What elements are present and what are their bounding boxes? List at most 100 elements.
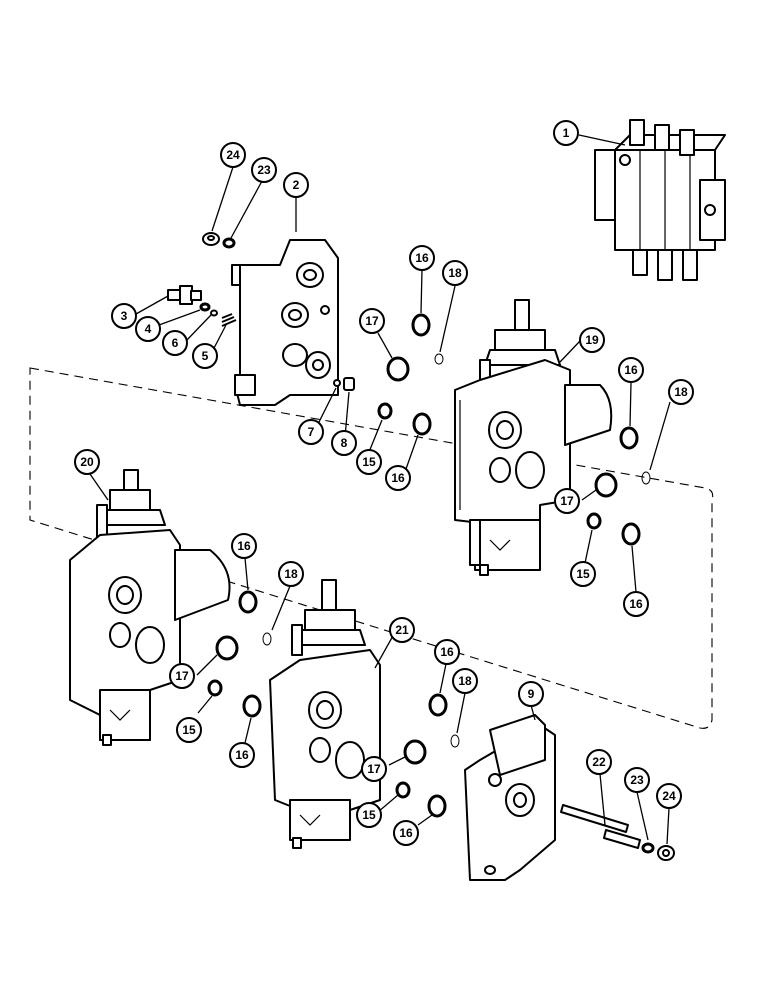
svg-text:24: 24 — [662, 789, 676, 803]
plug-8 — [343, 377, 355, 391]
svg-text:19: 19 — [585, 333, 599, 347]
callout-16-e: 16 — [231, 533, 257, 559]
svg-text:16: 16 — [235, 748, 249, 762]
callout-1: 1 — [553, 120, 579, 146]
alignment-dashed-outline — [29, 367, 714, 729]
callout-17-d: 17 — [361, 756, 387, 782]
svg-text:17: 17 — [365, 314, 379, 328]
relief-fitting-3 — [167, 285, 202, 305]
svg-text:9: 9 — [528, 687, 535, 701]
svg-text:7: 7 — [308, 425, 315, 439]
callout-17-b: 17 — [554, 488, 580, 514]
svg-text:17: 17 — [560, 494, 574, 508]
svg-text:16: 16 — [391, 471, 405, 485]
svg-text:21: 21 — [395, 623, 409, 637]
oring-16-g — [428, 693, 448, 717]
svg-text:8: 8 — [341, 436, 348, 450]
svg-text:23: 23 — [630, 773, 644, 787]
oring-16-f — [242, 694, 262, 718]
svg-text:18: 18 — [448, 266, 462, 280]
valve-assembly-complete — [594, 119, 726, 281]
nut-24-bottom-bore — [662, 849, 670, 857]
oring-15-c — [207, 679, 223, 697]
callout-8: 8 — [331, 430, 357, 456]
callout-3: 3 — [111, 303, 137, 329]
valve-section-21 — [269, 579, 381, 849]
washer-23-top — [222, 237, 236, 249]
callout-20: 20 — [74, 449, 100, 475]
valve-section-20 — [69, 469, 231, 746]
svg-text:5: 5 — [202, 349, 209, 363]
callout-24-b: 24 — [656, 783, 682, 809]
callout-17-c: 17 — [169, 663, 195, 689]
svg-text:15: 15 — [362, 808, 376, 822]
callout-24-a: 24 — [220, 142, 246, 168]
valve-section-19 — [454, 299, 613, 576]
svg-text:3: 3 — [121, 309, 128, 323]
callout-6: 6 — [162, 330, 188, 356]
callout-15-c: 15 — [176, 717, 202, 743]
svg-text:18: 18 — [674, 385, 688, 399]
callout-7: 7 — [298, 419, 324, 445]
washer-4 — [199, 302, 211, 312]
nut-24-top-bore — [207, 235, 215, 241]
svg-text:4: 4 — [145, 322, 152, 336]
ball-6 — [210, 309, 218, 317]
seal-18-c — [262, 632, 272, 646]
callout-4: 4 — [135, 316, 161, 342]
callout-18-c: 18 — [278, 561, 304, 587]
oring-15-d — [395, 781, 411, 799]
svg-text:15: 15 — [182, 723, 196, 737]
callout-16-f: 16 — [229, 742, 255, 768]
ball-7 — [333, 379, 341, 387]
inlet-end-plate — [231, 239, 339, 406]
oring-17-b — [594, 472, 618, 498]
oring-16-h — [427, 794, 447, 818]
oring-16-e — [238, 590, 258, 614]
callout-15-b: 15 — [570, 561, 596, 587]
svg-text:18: 18 — [284, 567, 298, 581]
callout-15-a: 15 — [356, 449, 382, 475]
callout-17-a: 17 — [359, 308, 385, 334]
callout-9: 9 — [518, 681, 544, 707]
oring-17-a — [386, 356, 410, 382]
seal-18-d — [450, 734, 460, 748]
svg-text:15: 15 — [576, 567, 590, 581]
svg-text:17: 17 — [175, 669, 189, 683]
svg-text:24: 24 — [226, 148, 240, 162]
svg-text:18: 18 — [458, 674, 472, 688]
callout-15-d: 15 — [356, 802, 382, 828]
callout-16-h: 16 — [393, 820, 419, 846]
callout-18-d: 18 — [452, 668, 478, 694]
oring-15-b — [586, 512, 602, 530]
oring-17-d — [403, 739, 427, 765]
svg-text:6: 6 — [172, 336, 179, 350]
callout-23-a: 23 — [251, 157, 277, 183]
svg-text:16: 16 — [399, 826, 413, 840]
callout-19: 19 — [579, 327, 605, 353]
svg-text:16: 16 — [440, 645, 454, 659]
seal-18-a — [434, 353, 444, 365]
seal-18-b — [641, 471, 651, 485]
svg-text:1: 1 — [563, 126, 570, 140]
callout-22: 22 — [586, 749, 612, 775]
callout-16-g: 16 — [434, 639, 460, 665]
tie-stud-22 — [560, 804, 641, 849]
callout-21: 21 — [389, 617, 415, 643]
svg-text:15: 15 — [362, 455, 376, 469]
oring-16-b — [412, 412, 432, 436]
washer-23-bottom — [641, 842, 655, 854]
svg-text:17: 17 — [367, 762, 381, 776]
svg-text:22: 22 — [592, 755, 606, 769]
svg-text:20: 20 — [80, 455, 94, 469]
callout-2: 2 — [283, 172, 309, 198]
svg-text:16: 16 — [624, 363, 638, 377]
svg-text:23: 23 — [257, 163, 271, 177]
svg-text:16: 16 — [415, 251, 429, 265]
oring-15-a — [377, 402, 393, 420]
callout-18-a: 18 — [442, 260, 468, 286]
callout-18-b: 18 — [668, 379, 694, 405]
callout-16-c: 16 — [618, 357, 644, 383]
svg-text:16: 16 — [237, 539, 251, 553]
